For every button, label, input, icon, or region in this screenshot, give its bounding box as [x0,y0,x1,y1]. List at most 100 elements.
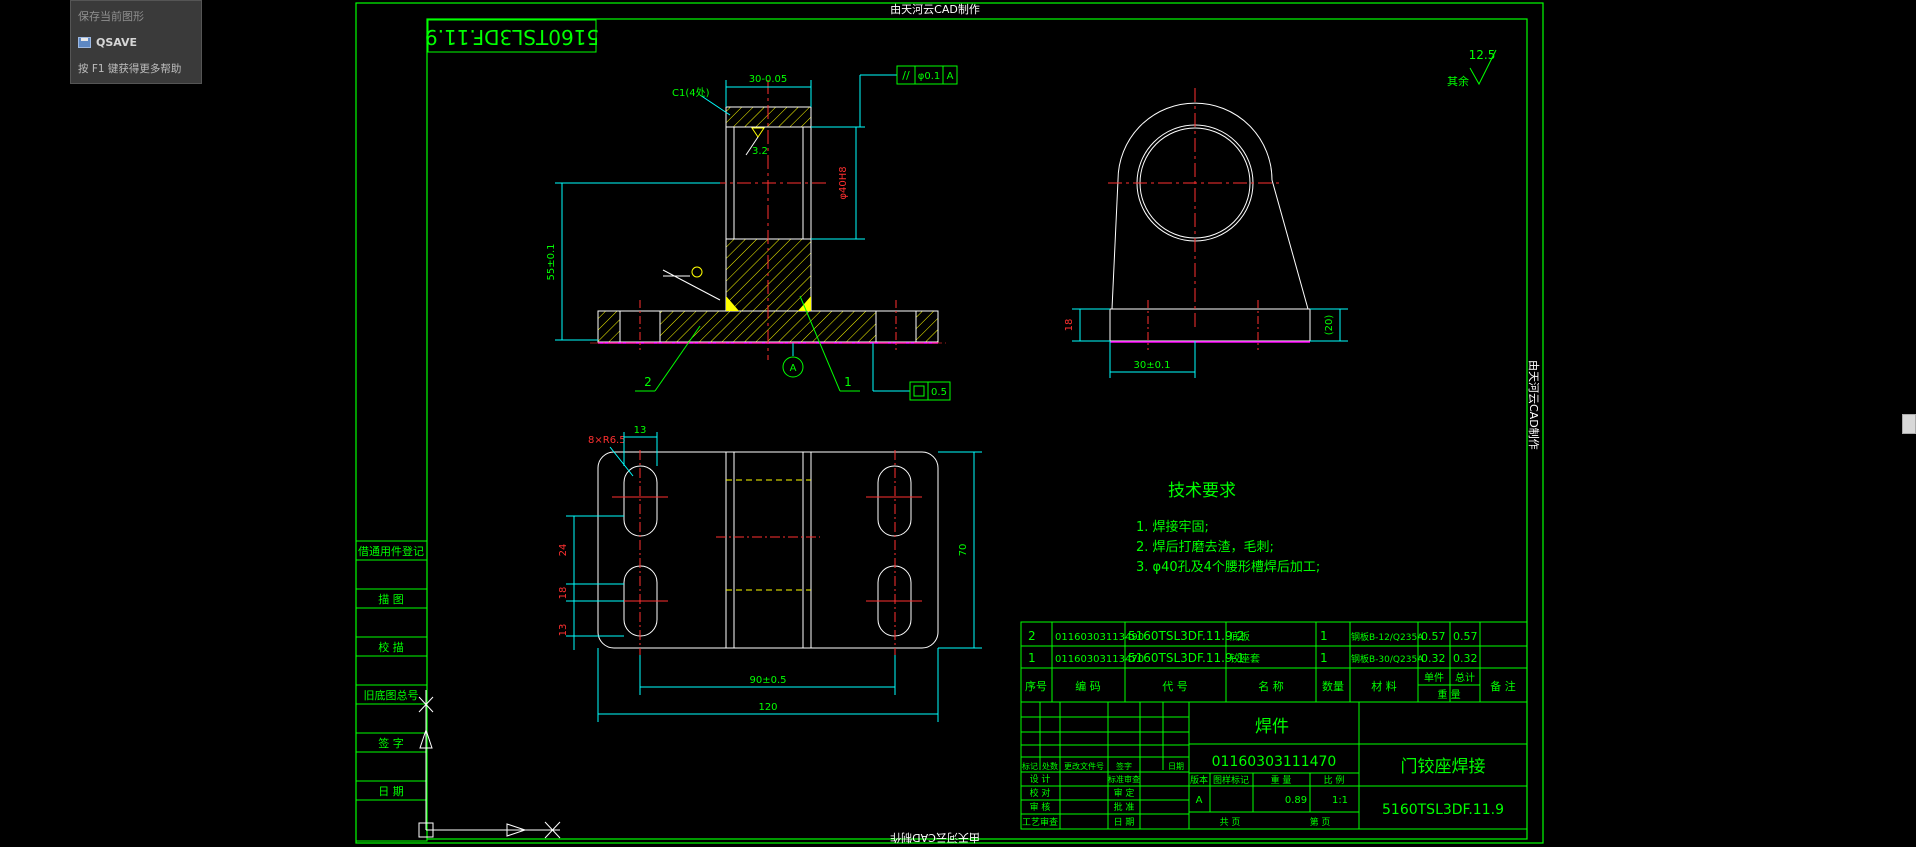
bottom-watermark: 由天河云CAD制作 [890,831,980,845]
datum-a: A [790,363,797,374]
roughness-general-label: 其余 [1447,74,1469,88]
tooltip-title: 保存当前图形 [78,10,144,23]
rev-label: 处数 [1042,761,1058,771]
plan-view: 8×R6.5 13 24 18 13 70 90±0.5 120 [558,425,982,722]
dim-55: 55±0.1 [546,243,557,280]
bom-cell: 钢板B-12/Q235A [1351,631,1424,643]
bom-cell: 01160303113490 [1055,632,1144,643]
tech-req-item: 2. 焊后打磨去渣，毛刺; [1136,539,1274,555]
stage-label: 版本 [1190,774,1208,786]
plan-dim-120: 120 [758,702,777,713]
stage-value: A [1196,795,1203,806]
dim-bore: φ40H8 [838,166,849,199]
weight-value: 0.89 [1285,795,1307,806]
bom-cell: 0.57 [1453,630,1478,643]
bom-cell: 2 [1028,629,1036,643]
bom-cell: 1 [1028,651,1036,665]
bom-header-row: 序号 编 码 代 号 名 称 数量 材 料 单件 总计 重 量 备 注 [1025,671,1516,701]
role-label: 审 核 [1030,801,1051,813]
sheet-inner-border [426,18,1528,840]
top-watermark: 由天河云CAD制作 [890,2,980,16]
bom-cell: 5160TSL3DF.11.9-2 [1128,629,1245,643]
bom-header: 总计 [1455,671,1475,684]
scale-label: 比 例 [1324,774,1345,786]
dim-30: 30-0.05 [749,74,788,85]
leader-2: 2 [644,375,652,389]
title-drawing-no: 5160TSL3DF.11.9 [1382,802,1504,818]
drawing-code-rotated: 5160TSL3DF.11.9 [425,25,599,49]
front-view: 30-0.05 C1(4处) 3.2 // φ0.1 A φ40H8 55±0.… [546,65,958,401]
leader-1: 1 [844,375,852,389]
geo-tol-datum: A [947,71,954,82]
bom-row: 2 01160303113490 5160TSL3DF.11.9-2 底板 1 … [1028,629,1478,643]
geo-tol-symbol: // [902,69,910,82]
role-label: 工艺审查 [1022,816,1058,828]
flatness-value: 0.5 [931,387,947,398]
plan-dim-90: 90±0.5 [749,675,786,686]
bom-cell: 铰座套 [1230,652,1260,665]
title-part-name: 门铰座焊接 [1401,757,1486,777]
bom-header: 代 号 [1162,680,1188,693]
qsave-tooltip: 保存当前图形 QSAVE 按 F1 键获得更多帮助 [70,0,202,84]
left-tab-label: 校 描 [378,640,404,654]
rev-label: 日期 [1168,762,1184,771]
bom-header: 重 量 [1437,688,1460,701]
plan-dim-13-top: 13 [634,425,647,436]
role-label2: 标准审查 [1108,774,1140,784]
bom-header: 数量 [1322,680,1344,693]
weight-label: 重 量 [1271,774,1292,786]
role-label2: 日 期 [1114,817,1135,828]
bom-cell: 0.32 [1421,652,1446,665]
role-label: 设 计 [1030,773,1051,785]
bom-header: 单件 [1424,672,1444,684]
geo-tol-value: φ0.1 [918,71,941,82]
bom-cell: 0.32 [1453,652,1478,665]
title-block: 焊件 01160303111470 门铰座焊接 5160TSL3DF.11.9 … [1020,701,1528,830]
side-watermark: 由天河云CAD制作 [1527,360,1541,450]
save-icon [78,37,91,48]
side-dim-20: (20) [1324,315,1335,336]
weld-right [798,296,811,311]
bom-cell: 01160303113470 [1055,654,1144,665]
bom-header: 序号 [1025,679,1047,693]
left-tab-label: 旧底图总号 [364,688,419,702]
plan-radius: 8×R6.5 [588,435,626,446]
side-dim-30: 30±0.1 [1133,360,1170,371]
bom-header: 名 称 [1258,679,1284,693]
tech-req-item: 3. φ40孔及4个腰形槽焊后加工; [1136,559,1320,575]
left-tab-label: 描 图 [378,592,404,606]
ucs-icon [418,690,561,839]
rev-label: 签字 [1116,761,1132,771]
sheets-label: 共 页 [1220,817,1241,828]
scale-value: 1:1 [1332,795,1348,806]
plan-dim-70: 70 [958,544,969,557]
tech-req-item: 1. 焊接牢固; [1136,519,1209,535]
bom-cell: 1 [1320,651,1328,665]
tooltip-command-row: QSAVE [78,36,137,49]
role-label2: 审 定 [1114,787,1135,799]
plan-dim-18: 18 [558,587,569,600]
side-dim-18: 18 [1064,319,1075,332]
left-tab-label: 借通用件登记 [358,544,424,558]
rev-label: 标记 [1022,761,1038,771]
bom-cell: 1 [1320,629,1328,643]
lug-outline [1111,102,1309,310]
bom-row: 1 01160303113470 5160TSL3DF.11.9-1 铰座套 1… [1028,651,1478,665]
bom-header: 编 码 [1075,679,1101,693]
plan-dim-24: 24 [558,544,569,557]
left-tab-label: 签 字 [378,736,404,750]
bom-cell: 5160TSL3DF.11.9-1 [1128,651,1245,665]
bom-table: 2 01160303113490 5160TSL3DF.11.9-2 底板 1 … [1020,621,1528,703]
role-label: 校 对 [1030,787,1051,799]
bom-cell: 底板 [1230,630,1250,643]
sheet-outer-border [355,2,1544,844]
weld-left [726,296,739,311]
bom-cell: 0.57 [1421,630,1446,643]
roughness-general-value: 12.5 [1469,48,1496,62]
bom-cell: 钢板B-30/Q235A [1351,653,1424,665]
tech-requirements: 技术要求 1. 焊接牢固; 2. 焊后打磨去渣，毛刺; 3. φ40孔及4个腰形… [1136,481,1320,575]
plan-dim-13-left: 13 [558,624,569,637]
title-type: 焊件 [1255,717,1289,737]
bom-header: 材 料 [1371,679,1397,693]
